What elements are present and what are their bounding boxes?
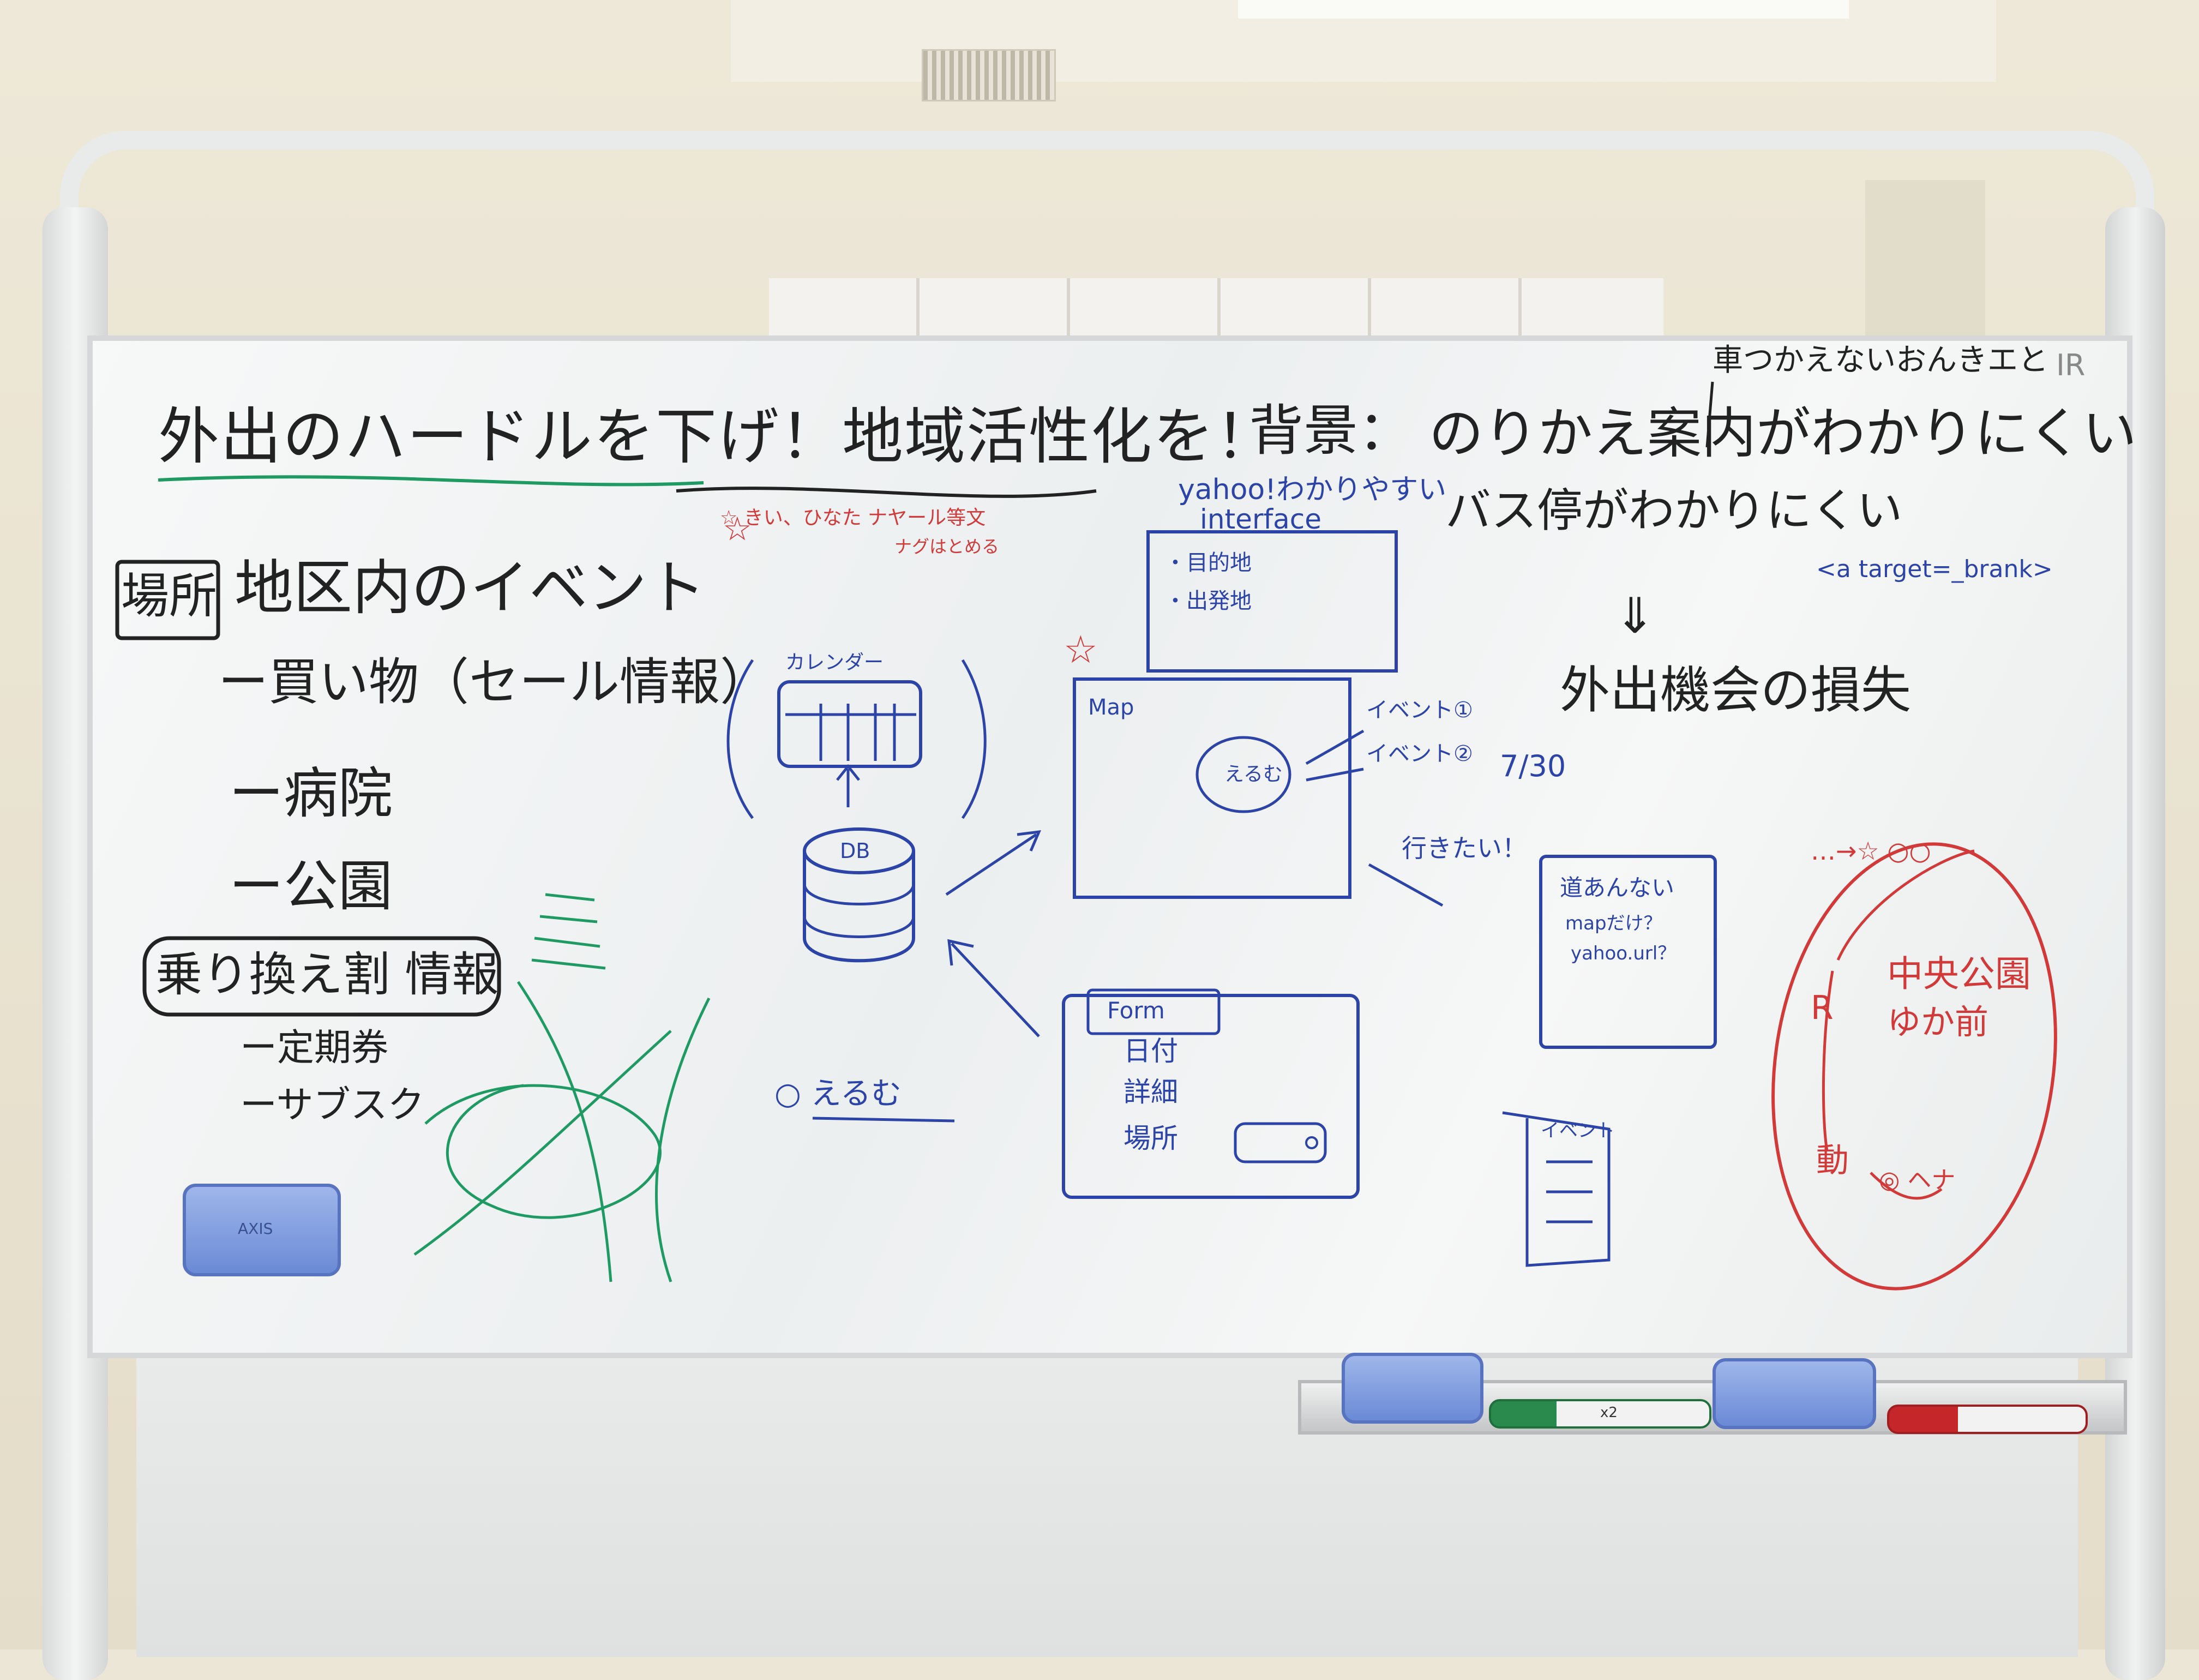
star-note-line-2: ナグはとめる [894,536,1000,557]
route-note-line-1: 道あんない [1560,874,1675,901]
transfer-item-pass: ー定期券 [240,1027,389,1070]
form-field-date: 日付 [1123,1035,1178,1067]
list-item-shopping: ー買い物（セール情報） [218,653,771,711]
eraser-on-board[interactable]: AXIS [183,1184,341,1276]
go-label: 行きたい！ [1402,833,1527,863]
green-marker-label: x2 [1600,1405,1618,1421]
board-title: 外出のハードルを下げ！地域活性化を！ [158,401,1277,472]
red-note-center-2: ゆか前 [1887,1002,1989,1042]
map-point-label: えるむ [1224,763,1283,785]
calendar-label: カレンダー [785,651,884,674]
red-note-top: …→☆ ○○ [1811,836,1931,866]
interface-label: interface [1200,503,1321,535]
eraser-in-tray-2[interactable] [1713,1358,1876,1429]
list-item-hospital: ー病院 [229,761,393,825]
red-note-left: R [1811,989,1834,1027]
event-date: 7/30 [1500,749,1566,783]
db-label: DB [840,839,870,863]
event-2-label: イベント② [1366,741,1473,766]
transfer-item-subscription: ーサブスク [240,1084,425,1127]
form-label: Form [1107,997,1165,1024]
html-snippet: <a target=_brank> [1816,555,2053,583]
route-note-line-3: yahoo.url？ [1571,943,1677,964]
place-label: 場所 [121,568,218,624]
red-note-bottom: 動 [1816,1142,1849,1180]
list-item-park: ー公園 [229,854,393,918]
green-marker[interactable]: x2 [1489,1399,1711,1429]
event-1-label: イベント① [1366,698,1473,723]
form-field-detail: 詳細 [1123,1076,1178,1108]
star-note-line-1: ☆ きい、ひなた ナヤール等文 [720,507,986,529]
ceiling-vent [922,49,1056,101]
form-field-place: 場所 [1123,1123,1178,1154]
car-note: 車つかえないおんきエと [1713,343,2048,378]
eraser-in-tray-1[interactable] [1342,1353,1483,1424]
erumu-label: ○ えるむ [774,1076,902,1112]
events-list-label: イベント [1541,1120,1615,1142]
red-note-center: 中央公園 [1887,953,2031,995]
route-note-line-2: mapだけ？ [1565,913,1662,934]
place-item: 地区内のイベント [235,554,706,622]
interface-item-origin: ・出発地 [1164,589,1252,614]
eraser-brand-label: AXIS [238,1220,273,1238]
whiteboard-frame-top [60,131,2154,360]
yahoo-note: yahoo!わかりやすい [1178,473,1447,506]
red-marker[interactable] [1887,1405,2088,1434]
map-label: Map [1088,695,1134,720]
interface-item-destination: ・目的地 [1164,550,1252,575]
car-note-tail: IR [2056,348,2086,382]
background-label: 背景： [1249,399,1413,463]
red-note-bottom-2: ◎ ヘナ [1879,1166,1956,1194]
result-text: 外出機会の損失 [1560,661,1912,719]
background-line-2: バス停がわかりにくい [1445,484,1903,537]
transfer-label: 乗り換え割 情報 [155,947,499,1002]
ceiling-light [1238,0,1849,19]
background-line-1: のりかえ案内がわかりにくい [1429,401,2137,465]
down-arrow: ⇓ [1614,587,1656,645]
